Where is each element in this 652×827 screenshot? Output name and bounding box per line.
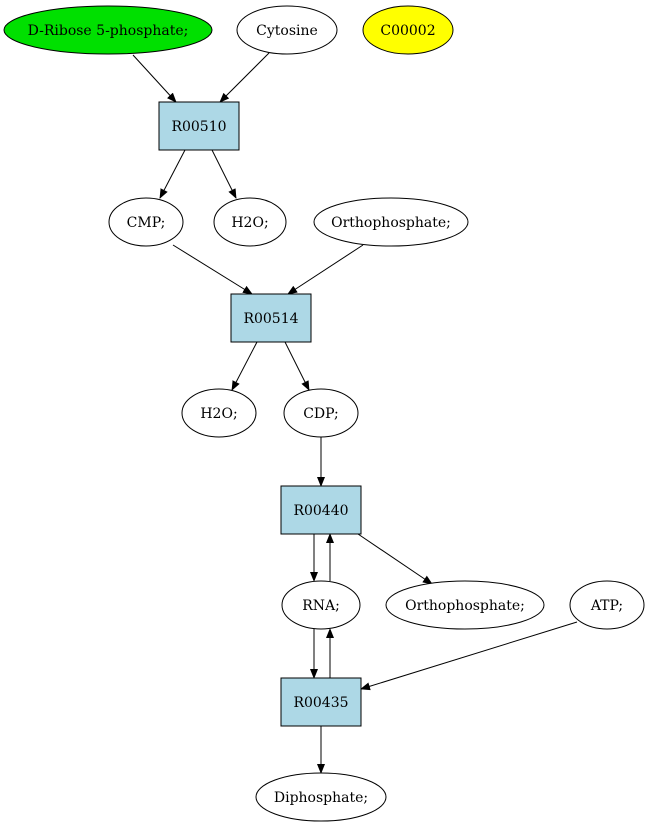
compound-shape (362, 5, 454, 55)
edge-r00510-to-cmp (159, 149, 186, 199)
reaction-box (280, 485, 362, 535)
compound-label: CMP; (127, 215, 166, 231)
compound-label: CDP; (303, 406, 339, 422)
compound-shape (281, 580, 361, 630)
edge-ribose5p-to-r00510 (132, 54, 177, 103)
compound-shape (569, 580, 645, 630)
reaction-box (280, 677, 362, 727)
compound-shape (108, 197, 184, 247)
compound-node-cytosine[interactable]: Cytosine (236, 5, 338, 55)
compound-label: ATP; (590, 598, 623, 614)
reaction-label: R00435 (293, 695, 348, 711)
reaction-node-r00514[interactable]: R00514 (230, 293, 312, 343)
compound-node-c00002[interactable]: C00002 (362, 5, 454, 55)
compound-node-ortho_b[interactable]: Orthophosphate; (385, 580, 545, 630)
reaction-label: R00510 (171, 119, 226, 135)
compound-node-cmp[interactable]: CMP; (108, 197, 184, 247)
reaction-node-r00435[interactable]: R00435 (280, 677, 362, 727)
compound-shape (283, 388, 359, 438)
compound-shape (255, 772, 387, 822)
edge-r00440-to-ortho_b (357, 533, 433, 585)
compound-label: H2O; (200, 406, 237, 422)
compound-label: Cytosine (256, 23, 318, 39)
compound-label: Diphosphate; (274, 790, 368, 806)
reaction-node-r00440[interactable]: R00440 (280, 485, 362, 535)
reaction-label: R00440 (293, 503, 348, 519)
compound-node-cdp[interactable]: CDP; (283, 388, 359, 438)
edge-r00514-to-h2o_b (231, 341, 258, 391)
compound-shape (313, 197, 469, 247)
edge-cmp-to-r00514 (172, 244, 253, 295)
compound-node-ortho_a[interactable]: Orthophosphate; (313, 197, 469, 247)
compound-label: Orthophosphate; (405, 598, 525, 614)
compound-node-h2o_b[interactable]: H2O; (181, 388, 257, 438)
edge-atp-to-r00435 (360, 621, 578, 691)
compound-label: D-Ribose 5-phosphate; (28, 23, 189, 39)
compound-label: H2O; (231, 215, 268, 231)
compound-node-diphosphate[interactable]: Diphosphate; (255, 772, 387, 822)
edge-r00514-to-cdp (284, 341, 310, 391)
compound-label: RNA; (302, 598, 340, 614)
compound-node-rna[interactable]: RNA; (281, 580, 361, 630)
compound-node-h2o_a[interactable]: H2O; (213, 197, 287, 247)
edges-layer (132, 52, 578, 774)
compound-shape (3, 5, 213, 55)
reaction-node-r00510[interactable]: R00510 (158, 101, 240, 151)
reaction-label: R00514 (243, 311, 298, 327)
compound-node-atp[interactable]: ATP; (569, 580, 645, 630)
compound-shape (213, 197, 287, 247)
reaction-box (158, 101, 240, 151)
edge-ortho_a-to-r00514 (287, 244, 364, 295)
compound-label: Orthophosphate; (331, 215, 451, 231)
compound-label: C00002 (380, 23, 435, 39)
compound-shape (181, 388, 257, 438)
compound-node-ribose5p[interactable]: D-Ribose 5-phosphate; (3, 5, 213, 55)
compound-shape (236, 5, 338, 55)
edge-r00510-to-h2o_a (211, 149, 237, 199)
reaction-box (230, 293, 312, 343)
edge-cytosine-to-r00510 (219, 52, 270, 103)
compound-shape (385, 580, 545, 630)
